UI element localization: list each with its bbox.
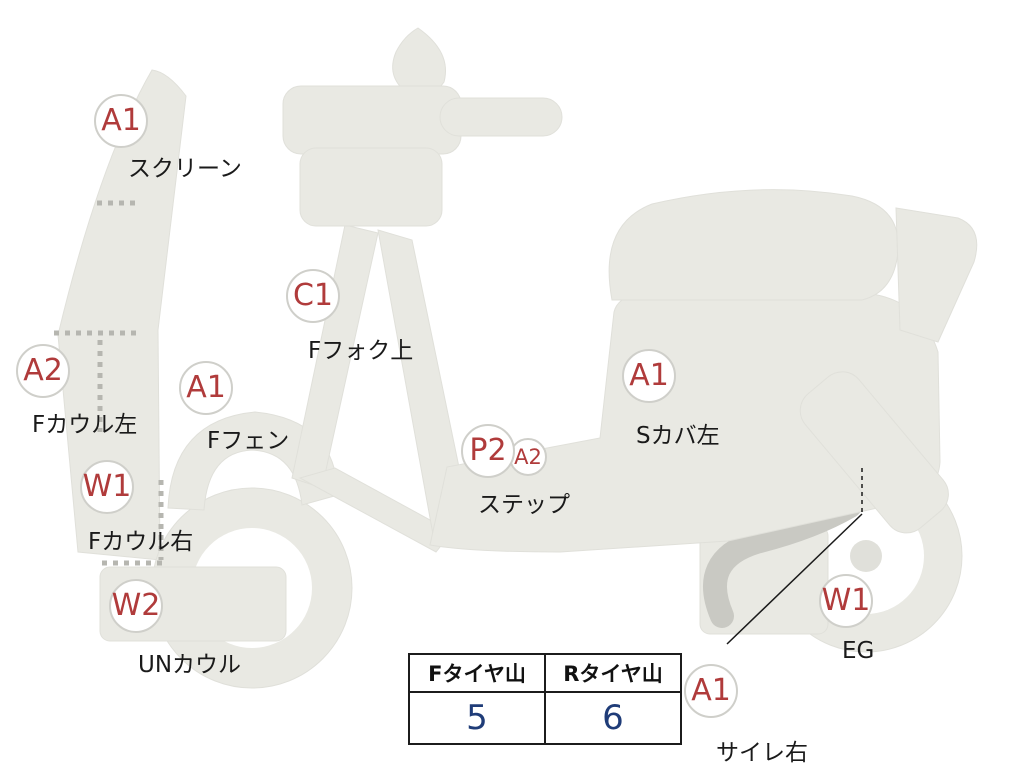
front-tire-header: Fタイヤ山 [408, 653, 546, 693]
marker-f-cowl-left: A2 [16, 344, 70, 398]
marker-label-engine: EG [842, 638, 875, 664]
marker-label-step: ステップ [478, 492, 570, 518]
marker-label-f-cowl-left: Fカウル左 [32, 412, 138, 438]
panel-boundary-dotted-lines [54, 200, 168, 566]
marker-label-s-cover-left: Sカバ左 [636, 423, 720, 449]
muffler [799, 371, 949, 534]
marker-label-f-fork-upper: Fフォク上 [308, 338, 414, 364]
marker-label-f-fender: Fフェン [207, 428, 290, 454]
marker-f-cowl-right: W1 [80, 460, 134, 514]
mirror [392, 27, 446, 96]
marker-engine: W1 [819, 574, 873, 628]
rear-tire-header: Rタイヤ山 [544, 653, 682, 693]
tail-grab [895, 207, 978, 343]
marker-step: P2 [461, 424, 515, 478]
marker-silencer-right: A1 [684, 664, 738, 718]
handlebar-grip [439, 97, 563, 137]
rear-tire-tread-value: 6 [544, 691, 682, 745]
handlebar-cover-upper [282, 85, 462, 155]
handlebar-cover-lower [299, 147, 443, 227]
marker-f-fork-upper: C1 [286, 269, 340, 323]
marker-under-cowl: W2 [109, 579, 163, 633]
marker-label-screen: スクリーン [128, 156, 242, 182]
marker-label-f-cowl-right: Fカウル右 [88, 529, 194, 555]
annotation-pointer-line [726, 468, 863, 645]
marker-s-cover-left: A1 [622, 349, 676, 403]
front-tire-tread-value: 5 [408, 691, 546, 745]
seat [608, 189, 899, 301]
marker-screen: A1 [94, 94, 148, 148]
marker-label-under-cowl: UNカウル [138, 652, 242, 678]
marker-step-secondary: A2 [509, 438, 547, 476]
marker-label-silencer-right: サイレ右 [716, 740, 808, 766]
tire-tread-table: Fタイヤ山 Rタイヤ山 5 6 [408, 653, 682, 745]
marker-f-fender: A1 [179, 361, 233, 415]
